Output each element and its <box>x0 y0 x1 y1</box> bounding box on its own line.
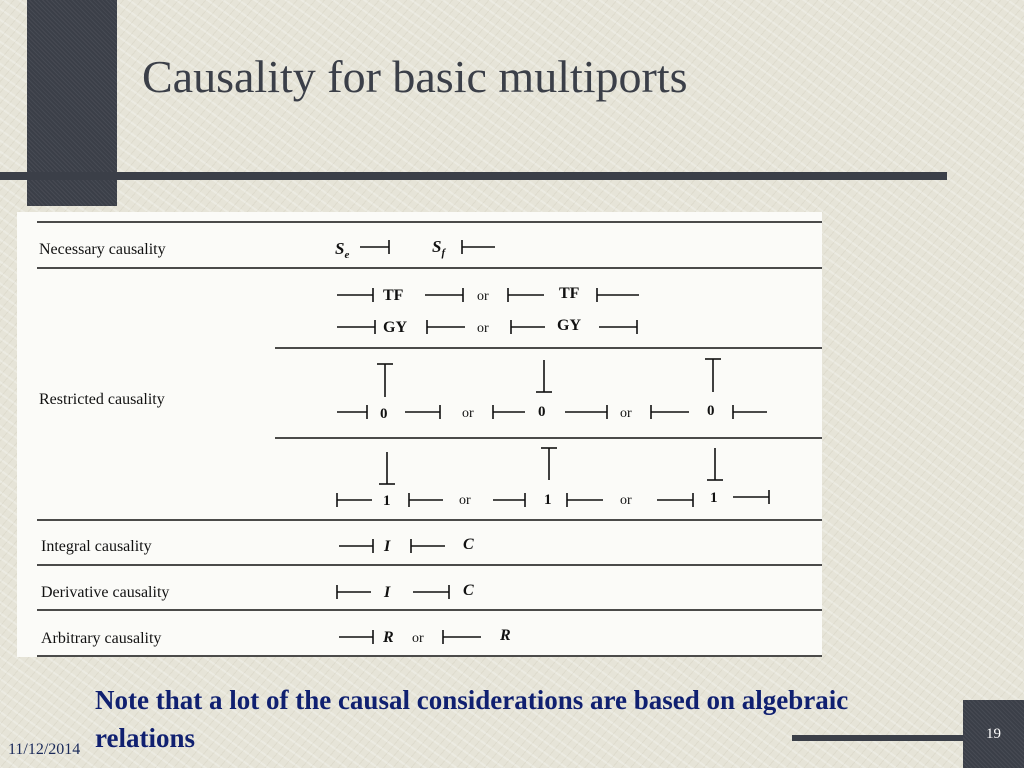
svg-text:TF: TF <box>559 285 580 302</box>
footer-divider <box>792 735 963 741</box>
svg-text:or: or <box>477 321 489 336</box>
svg-text:or: or <box>620 406 632 421</box>
svg-text:R: R <box>382 629 394 646</box>
slide-title: Causality for basic multiports <box>142 51 688 102</box>
derivative-row: I C <box>336 582 474 601</box>
svg-text:R: R <box>499 627 511 644</box>
sf-symbol: Sf <box>432 237 446 259</box>
label-integral: Integral causality <box>41 538 152 555</box>
title-divider <box>0 172 947 180</box>
se-symbol: Se <box>335 239 349 261</box>
svg-text:C: C <box>463 582 474 599</box>
svg-text:or: or <box>620 493 632 508</box>
svg-text:or: or <box>412 631 424 646</box>
svg-text:1: 1 <box>710 490 718 506</box>
tf-row: TF or TF <box>337 285 639 304</box>
integral-row: I C <box>339 536 474 555</box>
svg-text:or: or <box>477 289 489 304</box>
svg-text:I: I <box>383 538 391 555</box>
one-junction-row: 1 or 1 or 1 <box>336 447 770 509</box>
svg-text:C: C <box>463 536 474 553</box>
decor-square-top <box>27 0 117 206</box>
zero-junction-row: 0 or 0 or 0 <box>337 358 767 422</box>
slide-date: 11/12/2014 <box>8 741 81 758</box>
gy-row: GY or GY <box>337 317 638 336</box>
label-necessary: Necessary causality <box>39 241 166 258</box>
svg-text:0: 0 <box>538 404 546 420</box>
necessary-row: Se Sf <box>335 237 495 261</box>
svg-text:I: I <box>383 584 391 601</box>
svg-text:or: or <box>462 406 474 421</box>
svg-text:GY: GY <box>557 317 581 334</box>
arbitrary-row: R or R <box>339 627 511 646</box>
svg-text:0: 0 <box>380 406 388 422</box>
label-derivative: Derivative causality <box>41 584 169 601</box>
svg-text:0: 0 <box>707 403 715 419</box>
label-arbitrary: Arbitrary causality <box>41 630 161 647</box>
svg-text:1: 1 <box>383 493 391 509</box>
decor-square-bottom <box>963 700 1024 768</box>
svg-text:1: 1 <box>544 492 552 508</box>
svg-text:GY: GY <box>383 319 407 336</box>
causality-table-image: Necessary causality Restricted causality… <box>17 212 822 657</box>
svg-text:or: or <box>459 493 471 508</box>
slide-note: Note that a lot of the causal considerat… <box>95 685 849 753</box>
svg-text:TF: TF <box>383 287 404 304</box>
slide-number: 19 <box>986 726 1001 742</box>
label-restricted: Restricted causality <box>39 391 165 408</box>
